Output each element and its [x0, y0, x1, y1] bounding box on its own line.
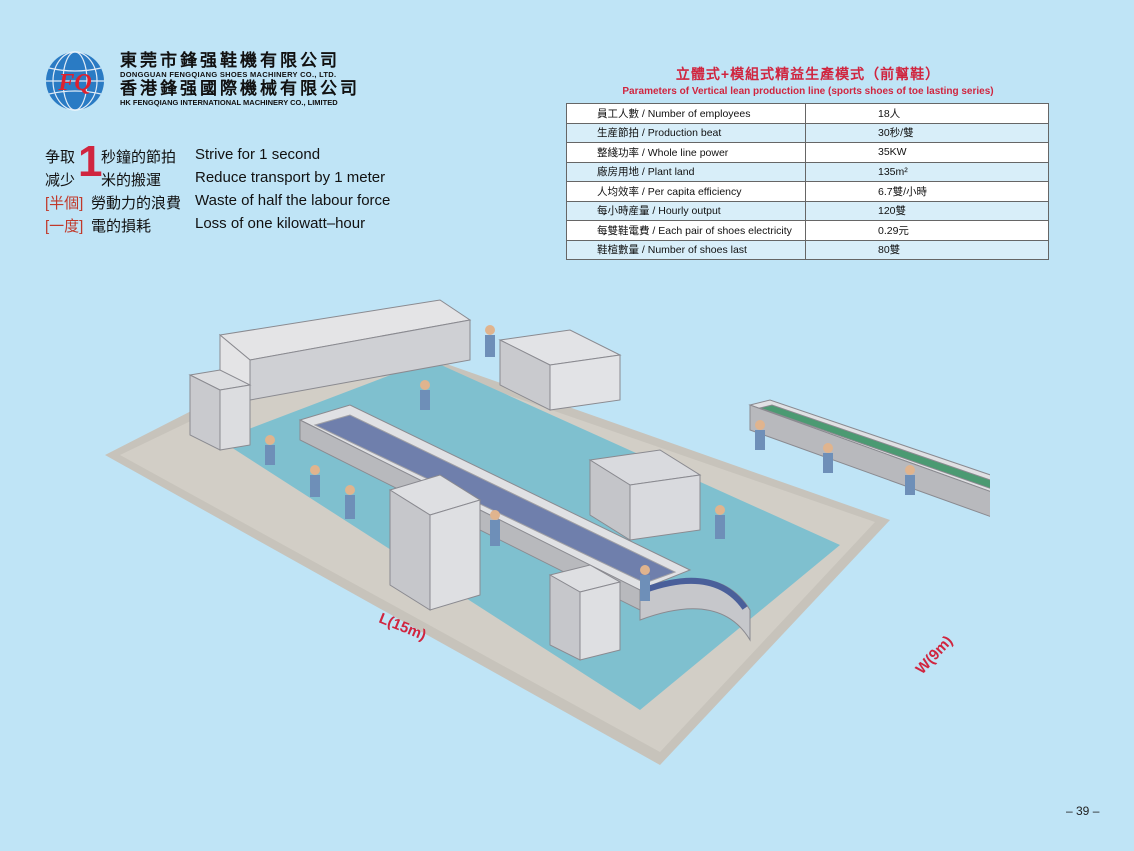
- slogan-cn-post: 勞動力的浪費: [91, 195, 182, 212]
- slogan-cn-post: 電的損耗: [91, 218, 152, 235]
- slogan-cn-bracket: [半個]: [45, 195, 84, 212]
- param-value: 6.7雙/小時: [805, 181, 1049, 202]
- parameters-title: 立體式+模組式精益生產模式（前幫鞋） Parameters of Vertica…: [566, 64, 1050, 97]
- machine-front-right: [548, 564, 622, 661]
- machine-center: [588, 449, 702, 541]
- param-label: 整綫功率 / Whole line power: [566, 142, 806, 163]
- company-name-en-2: HK FENGQIANG INTERNATIONAL MACHINERY CO.…: [120, 98, 338, 107]
- param-value: 35KW: [805, 142, 1049, 163]
- conveyor-curve: [639, 577, 751, 642]
- param-label: 每雙鞋電費 / Each pair of shoes electricity: [566, 220, 806, 241]
- company-name-cn-1: 東莞市鋒强鞋機有限公司: [120, 51, 340, 70]
- workbench-right: [748, 399, 990, 517]
- param-value: 18人: [805, 103, 1049, 124]
- slogan-en: Waste of half the labour force: [195, 192, 391, 209]
- parameters-title-en: Parameters of Vertical lean production l…: [622, 86, 994, 97]
- machine-front-left: [388, 474, 482, 611]
- param-label: 員工人數 / Number of employees: [566, 103, 806, 124]
- machine-left-tower: [188, 369, 252, 451]
- page-number: – 39 –: [1066, 804, 1100, 818]
- param-value: 30秒/雙: [805, 122, 1049, 143]
- company-name-cn-2: 香港鋒强國際機械有限公司: [120, 79, 360, 98]
- production-line-illustration: L(15m) W(9m): [105, 299, 990, 765]
- param-label: 每小時産量 / Hourly output: [566, 200, 806, 221]
- param-label: 鞋楦數量 / Number of shoes last: [566, 239, 806, 260]
- param-value: 120雙: [805, 200, 1049, 221]
- param-value: 0.29元: [805, 220, 1049, 241]
- svg-text:FQ: FQ: [57, 70, 91, 96]
- slogan-cn-pre: 争取: [45, 149, 76, 166]
- slogan-big-number: 1: [78, 137, 103, 186]
- slogan-en: Reduce transport by 1 meter: [195, 169, 386, 186]
- param-label: 生産節拍 / Production beat: [566, 122, 806, 143]
- workers: [265, 325, 915, 601]
- machine-right-top: [498, 329, 622, 411]
- slogan-cn-post: 米的搬運: [101, 172, 162, 189]
- slogan-en: Loss of one kilowatt–hour: [195, 215, 366, 232]
- slogan-cn-post: 秒鐘的節拍: [101, 149, 177, 166]
- company-name-en-1: DONGGUAN FENGQIANG SHOES MACHINERY CO., …: [120, 70, 337, 79]
- param-label: 廠房用地 / Plant land: [566, 161, 806, 182]
- company-logo: FQ: [46, 51, 104, 111]
- param-label: 人均效率 / Per capita efficiency: [566, 181, 806, 202]
- slogan-cn-bracket: [一度]: [45, 218, 84, 235]
- parameters-title-cn: 立體式+模組式精益生產模式（前幫鞋）: [675, 66, 941, 82]
- slogan-en: Strive for 1 second: [195, 146, 321, 163]
- company-header: 東莞市鋒强鞋機有限公司 DONGGUAN FENGQIANG SHOES MAC…: [120, 52, 360, 108]
- width-label: W(9m): [912, 633, 956, 678]
- slogan-cn-pre: 减少: [45, 172, 76, 189]
- param-value: 80雙: [805, 239, 1049, 260]
- param-value: 135m²: [805, 161, 1049, 182]
